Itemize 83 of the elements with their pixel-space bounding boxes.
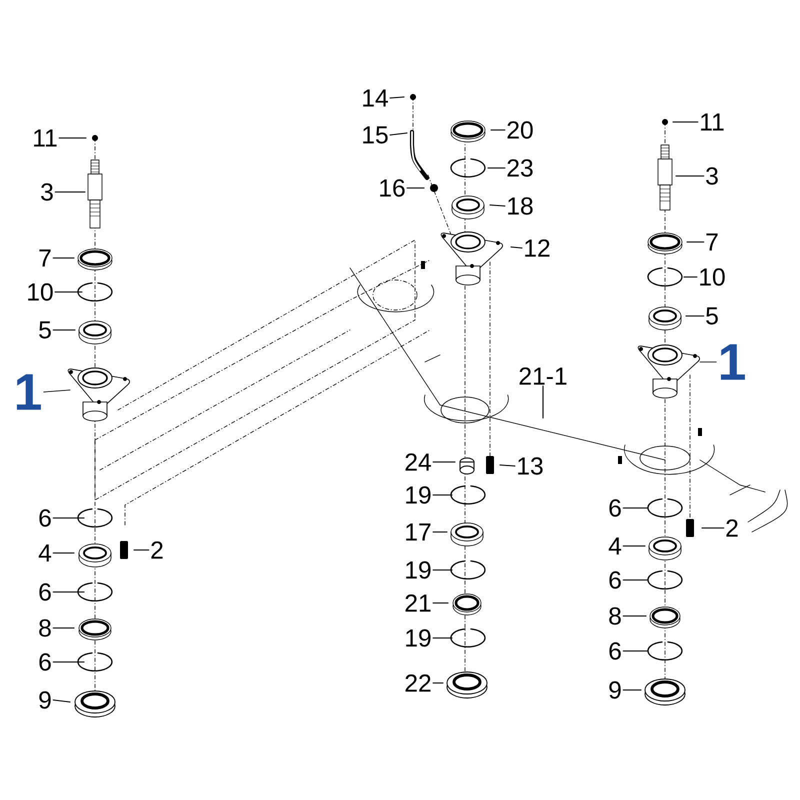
callout-number: 3 (706, 167, 718, 185)
callout-number: 12 (525, 239, 550, 257)
leader-line (622, 507, 649, 509)
leader-line (542, 385, 544, 419)
leader-line (622, 579, 649, 581)
callout-number: 10 (700, 268, 725, 286)
callout-number: 19 (406, 486, 431, 504)
callout-number: 16 (380, 179, 405, 197)
callout-number: 6 (39, 509, 51, 527)
callout-number: 5 (706, 307, 718, 325)
leader-line (685, 315, 704, 317)
callout-number: 24 (406, 453, 431, 471)
leader-line (622, 689, 642, 691)
callout-number: 11 (701, 114, 724, 130)
part-number: 1 (720, 344, 745, 380)
callout-number: 8 (609, 607, 621, 625)
leader-line (683, 276, 698, 278)
callout-number: 2 (151, 541, 163, 559)
callout-number: 8 (39, 619, 51, 637)
callout-number: 6 (609, 642, 621, 660)
leader-line (432, 602, 449, 604)
callout-number: 5 (39, 321, 51, 339)
callout-number: 19 (406, 561, 431, 579)
leader-line (406, 187, 425, 189)
leader-line (510, 246, 522, 249)
leader-line (432, 531, 448, 533)
callout-number: 22 (406, 674, 430, 692)
leader-line (622, 545, 646, 547)
callout-number: 9 (39, 691, 51, 709)
leader-line (52, 552, 75, 554)
callout-number: 7 (39, 250, 51, 266)
callout-number: 4 (38, 544, 52, 562)
callout-number: 21-1 (520, 367, 566, 385)
leader-line (675, 175, 704, 177)
callout-number: 19 (406, 629, 431, 647)
callout-number: 13 (518, 457, 543, 475)
callout-number: 9 (609, 681, 621, 699)
callout-number: 11 (34, 130, 57, 146)
leader-line (432, 461, 456, 463)
leader-line (52, 591, 85, 593)
callout-number: 18 (508, 197, 533, 215)
callout-number: 7 (706, 234, 718, 250)
callout-number: 15 (363, 126, 388, 144)
callout-number: 10 (28, 283, 53, 301)
leader-line (390, 132, 408, 136)
leader-line (432, 569, 453, 571)
callout-number: 14 (363, 90, 388, 106)
leader-line (622, 650, 649, 652)
leader-line (487, 167, 506, 169)
leader-line (499, 464, 516, 467)
leader-line (54, 191, 86, 193)
leader-line (701, 527, 724, 529)
leader-line (489, 204, 506, 207)
callout-number: 6 (609, 499, 621, 517)
leader-line (43, 390, 70, 392)
leader-line (686, 241, 704, 243)
callout-number: 6 (609, 571, 621, 589)
leader-line (58, 137, 87, 139)
callout-number: 23 (508, 159, 533, 177)
leader-line (52, 257, 75, 259)
leader-line (432, 494, 453, 496)
leader-line (432, 682, 444, 684)
leader-line (672, 121, 698, 123)
callout-number: 21 (406, 594, 430, 612)
leader-line (52, 329, 76, 331)
callout-number: 2 (726, 519, 738, 537)
callout-number: 20 (508, 121, 533, 139)
leader-line (54, 291, 83, 293)
callout-number: 17 (406, 524, 430, 540)
part-number: 1 (16, 374, 41, 410)
callout-number: 6 (39, 583, 51, 601)
leader-line (52, 517, 85, 519)
leader-line (390, 96, 405, 99)
callout-number: 6 (39, 653, 51, 671)
leader-line (432, 637, 453, 639)
callout-number: 4 (608, 538, 622, 554)
callout-number: 3 (41, 183, 53, 201)
leader-line (52, 627, 75, 629)
leader-line (490, 129, 506, 131)
leader-line (133, 549, 150, 551)
leader-line (52, 661, 85, 663)
leader-line (622, 615, 647, 617)
leader-line (52, 699, 71, 703)
